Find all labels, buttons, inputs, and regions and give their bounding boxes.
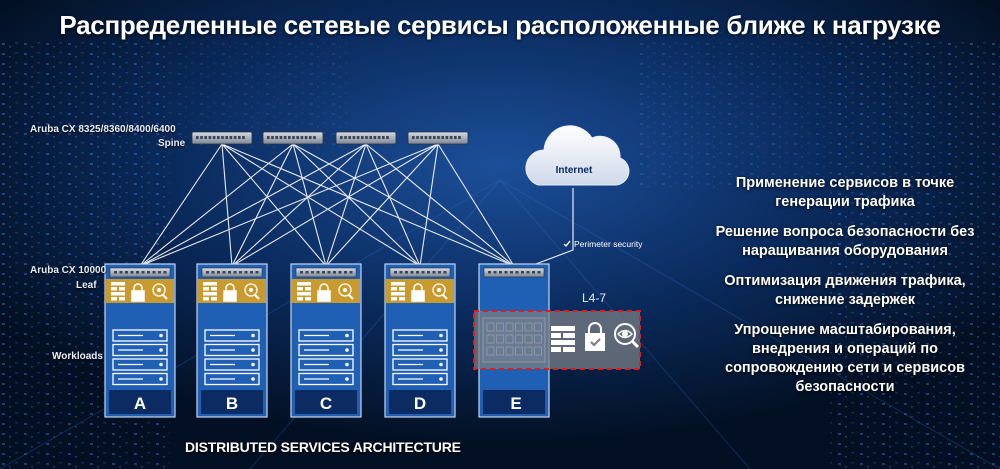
lock-icon (223, 283, 237, 302)
eye-icon (432, 283, 448, 300)
switch-icon (483, 267, 545, 278)
firewall-icon (551, 326, 575, 352)
switch-icon (407, 131, 469, 145)
rack-label-e: E (510, 394, 522, 413)
benefits-list: Применение сервисов в точке генерации тр… (700, 174, 990, 408)
mesh-link (139, 143, 439, 267)
cloud-icon (525, 125, 630, 186)
mesh-link (231, 143, 367, 267)
switch-icon (262, 131, 324, 145)
benefit-item: Решение вопроса безопасности без наращив… (715, 224, 975, 259)
mesh-link (221, 143, 515, 267)
mesh-link (139, 143, 367, 267)
lock-icon (411, 283, 425, 302)
internet-link (519, 188, 574, 271)
page-title: Распределенные сетевые сервисы расположе… (59, 10, 941, 40)
mesh-link (221, 143, 327, 267)
server-icon (298, 343, 354, 357)
lock-icon (317, 283, 331, 302)
mesh-link (231, 143, 439, 267)
server-icon (392, 372, 448, 386)
mesh-link (139, 143, 294, 267)
rack-a (104, 263, 176, 418)
server-icon (112, 372, 168, 386)
switch-icon (201, 267, 263, 278)
mesh-link (221, 143, 421, 267)
server-icon (298, 358, 354, 371)
eye-icon (244, 283, 260, 300)
server-icon (298, 329, 354, 342)
server-icon (204, 329, 260, 342)
server-icon (392, 343, 448, 357)
mesh-link (365, 143, 421, 267)
firewall-icon (297, 282, 311, 301)
mesh-link (231, 143, 294, 267)
server-icon (112, 358, 168, 371)
rack-d (384, 263, 456, 418)
switch-icon (295, 267, 357, 278)
eye-icon (152, 283, 168, 300)
leaf-label: Leaf (76, 280, 97, 291)
mesh-link (419, 143, 439, 267)
architecture-caption: DISTRIBUTED SERVICES ARCHITECTURE (185, 439, 461, 455)
rack-label-d: D (413, 394, 427, 413)
eye-icon (614, 323, 640, 349)
mesh-link (325, 143, 367, 267)
spine-model-label: Aruba CX 8325/8360/8400/6400 (30, 124, 176, 135)
server-icon (204, 372, 260, 386)
rack-c (290, 263, 362, 418)
mesh-link (292, 143, 421, 267)
benefit-item: Оптимизация движения трафика, снижение з… (724, 273, 966, 308)
server-icon (392, 358, 448, 371)
lock-icon (131, 283, 145, 302)
server-icon (112, 343, 168, 357)
benefit-item: Применение сервисов в точке генерации тр… (735, 175, 955, 210)
mesh-link (292, 143, 515, 267)
rack-label-a: A (133, 394, 147, 413)
eye-icon (338, 283, 354, 300)
benefit-item: Упрощение масштабирования, внедрения и о… (725, 322, 965, 395)
perimeter-security-label: Perimeter security (574, 239, 643, 249)
server-icon (112, 329, 168, 342)
switch-icon (335, 131, 397, 145)
firewall-icon (391, 282, 405, 301)
spine-label: Spine (158, 138, 186, 149)
workloads-label: Workloads (52, 351, 103, 362)
l47-label: L4-7 (582, 291, 607, 305)
internet-label: Internet (555, 165, 593, 176)
rack-label-b: B (225, 394, 239, 413)
mesh-link (437, 143, 515, 267)
mesh-link (139, 143, 223, 267)
spine-leaf-mesh (139, 143, 515, 267)
rack-label-c: C (319, 394, 333, 413)
firewall-icon (203, 282, 217, 301)
firewall-icon (111, 282, 125, 301)
checkmark-icon (563, 240, 571, 248)
switch-icon (389, 267, 451, 278)
mesh-link (221, 143, 233, 267)
mesh-link (325, 143, 439, 267)
mesh-link (365, 143, 515, 267)
mesh-link (292, 143, 327, 267)
server-icon (298, 372, 354, 386)
switch-icon (109, 267, 171, 278)
rack-b (196, 263, 268, 418)
switch-icon (191, 131, 253, 145)
leaf-model-label: Aruba CX 10000 (30, 265, 107, 276)
server-icon (204, 343, 260, 357)
server-icon (204, 358, 260, 371)
lock-icon (585, 322, 605, 351)
server-icon (392, 329, 448, 342)
